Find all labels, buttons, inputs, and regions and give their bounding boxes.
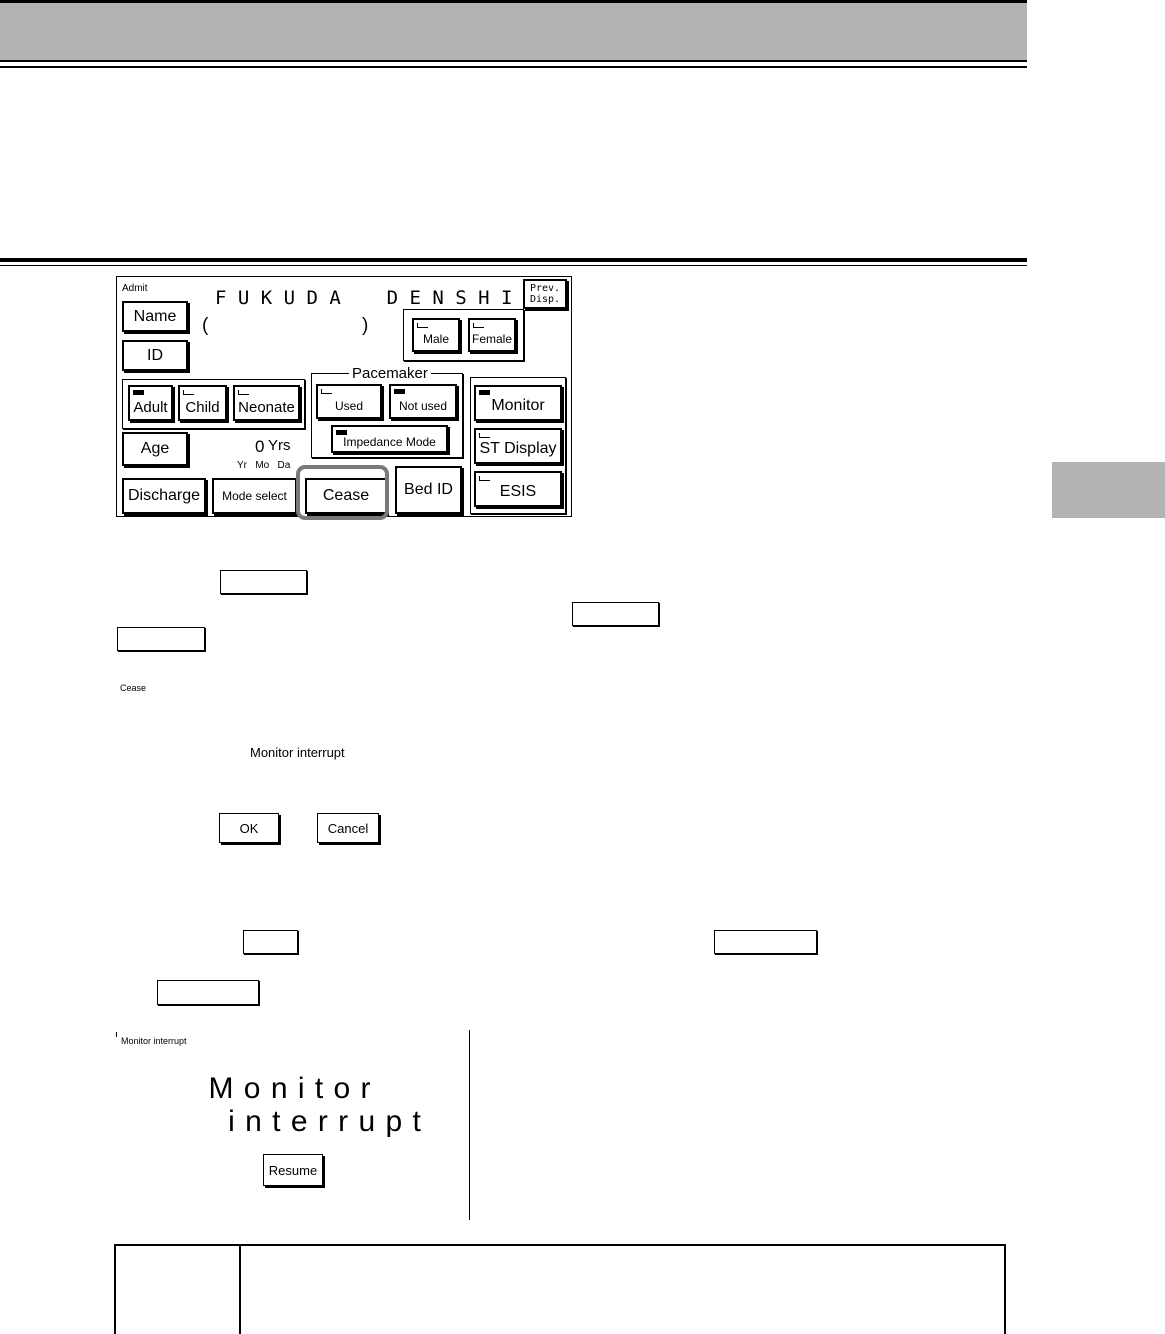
mode-select-button[interactable]: Mode select [212, 478, 297, 514]
adult-button[interactable]: Adult [128, 385, 173, 421]
key-box [243, 930, 298, 954]
monitor-mode-group [470, 377, 566, 514]
adult-indicator [133, 390, 144, 395]
discharge-button[interactable]: Discharge [122, 478, 206, 514]
key-box [714, 930, 817, 954]
header-rule [0, 66, 1027, 68]
section-rule [0, 258, 1027, 262]
name-button[interactable]: Name [122, 301, 188, 332]
female-indicator [473, 323, 484, 328]
name-paren-close: ) [362, 315, 369, 336]
monitor-indicator [479, 390, 490, 395]
column-divider [469, 1030, 470, 1220]
age-button[interactable]: Age [122, 432, 188, 466]
male-button[interactable]: Male [412, 318, 460, 352]
pacemaker-used-button[interactable]: Used [316, 384, 382, 419]
used-indicator [321, 389, 332, 394]
impedance-mode-button[interactable]: Impedance Mode [331, 425, 448, 453]
male-label: Male [422, 332, 449, 346]
monitor-label: Monitor [491, 397, 545, 414]
neonate-indicator [238, 390, 249, 395]
st-display-label: ST Display [479, 440, 557, 457]
interrupt-big-text: M o n i t o r i n t e r r u p t [110, 1072, 470, 1138]
interrupt-line-2: i n t e r r u p t [228, 1105, 422, 1138]
chapter-side-tab [1052, 462, 1165, 518]
used-label: Used [334, 398, 363, 413]
page-header-bar [0, 0, 1027, 62]
patient-name: F U K U D A D E N S H I [215, 287, 513, 309]
section-rule-thin [0, 265, 1027, 266]
key-box [157, 980, 259, 1005]
id-button[interactable]: ID [122, 340, 188, 371]
monitor-button[interactable]: Monitor [474, 385, 562, 421]
note-box [114, 1244, 1006, 1334]
cancel-button[interactable]: Cancel [317, 813, 379, 843]
st-display-indicator [479, 433, 490, 438]
admit-screen: Admit F U K U D A D E N S H I ( ) Prev. … [116, 276, 572, 517]
pacemaker-label: Pacemaker [349, 365, 431, 382]
impedance-label: Impedance Mode [343, 435, 436, 449]
key-box [572, 602, 659, 626]
cease-dialog-title: Cease [120, 683, 147, 693]
name-paren-open: ( [202, 315, 209, 336]
neonate-button[interactable]: Neonate [233, 385, 300, 421]
cease-dialog-message: Monitor interrupt [250, 745, 345, 760]
interrupt-screen-title: Monitor interrupt [121, 1036, 187, 1046]
adult-label: Adult [133, 398, 168, 416]
age-unit: Yrs [268, 437, 291, 454]
ok-button[interactable]: OK [219, 813, 279, 843]
child-indicator [183, 390, 194, 395]
prev-disp-button[interactable]: Prev. Disp. [523, 279, 567, 309]
key-box [220, 570, 307, 594]
female-button[interactable]: Female [468, 318, 516, 352]
esis-indicator [479, 476, 490, 481]
screen-corner [116, 1032, 117, 1037]
resume-button[interactable]: Resume [263, 1154, 323, 1186]
pacemaker-not-used-button[interactable]: Not used [389, 384, 457, 419]
bed-id-button[interactable]: Bed ID [395, 466, 462, 514]
sex-group [403, 309, 524, 361]
age-value: 0 [255, 437, 265, 456]
esis-button[interactable]: ESIS [474, 471, 562, 507]
child-label: Child [185, 398, 220, 416]
neonate-label: Neonate [238, 398, 295, 416]
cease-highlight [296, 465, 389, 520]
female-label: Female [471, 332, 512, 346]
patient-type-group [122, 379, 305, 429]
esis-label: ESIS [499, 483, 537, 500]
note-box-divider [239, 1244, 241, 1334]
cease-button[interactable]: Cease [305, 478, 387, 514]
not-used-indicator [394, 389, 405, 394]
key-box [117, 627, 205, 651]
child-button[interactable]: Child [178, 385, 227, 421]
admit-screen-title: Admit [122, 283, 148, 294]
impedance-indicator [336, 430, 347, 435]
st-display-button[interactable]: ST Display [474, 428, 562, 464]
interrupt-line-1: M o n i t o r [208, 1072, 372, 1105]
male-indicator [417, 323, 428, 328]
not-used-label: Not used [398, 398, 448, 413]
age-scale: Yr Mo Da [237, 460, 291, 471]
